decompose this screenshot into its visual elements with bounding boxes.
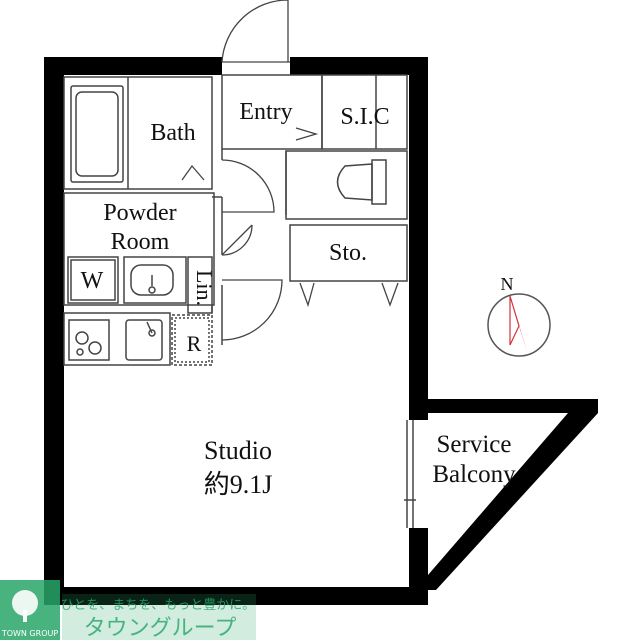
sic-outline (321, 74, 408, 150)
interior-walls (63, 74, 416, 528)
watermark-banner (62, 594, 256, 640)
room-labels: Entry S.I.C Bath Powder Room W Lin. R St… (81, 99, 516, 499)
door-swings (181, 0, 399, 341)
powder-room-label-line2: Room (111, 229, 170, 255)
north-compass: N (487, 274, 551, 357)
fridge-space (171, 314, 213, 366)
bath-label: Bath (150, 120, 195, 146)
watermark-brand: タウングループ (84, 616, 237, 640)
watermark: TOWN GROUP ひとを、まちを、もっと豊かに。 タウングループ (0, 580, 256, 640)
washer-label: W (81, 268, 104, 294)
powder-room-outline (63, 192, 215, 306)
wall-bottom (44, 587, 428, 605)
kitchen-counter (63, 312, 171, 366)
washer-box-inner (70, 259, 116, 301)
powder-room-label-line1: Powder (103, 200, 176, 226)
storage-room (289, 224, 408, 282)
compass-ring (487, 293, 551, 357)
refrigerator-label: R (187, 331, 202, 356)
front-door-swing (221, 0, 289, 63)
bath-room-outline (63, 76, 213, 190)
balcony-label-line2: Balcony (432, 461, 516, 488)
bathtub-inner (75, 91, 119, 177)
studio-size-label: 約9.1J (204, 470, 273, 499)
wall-right-lower (409, 528, 428, 605)
toilet-room (285, 150, 408, 220)
stove-top (68, 319, 110, 361)
watermark-brand-en: TOWN GROUP (1, 629, 59, 638)
studio-label: Studio (204, 436, 272, 465)
linen-closet (187, 256, 213, 314)
tree-logo (12, 590, 38, 616)
wall-left (44, 57, 64, 603)
bathtub (70, 85, 124, 183)
burner-2 (88, 341, 102, 355)
wall-top-right (290, 57, 428, 75)
exterior-walls (44, 57, 598, 605)
studio-door-swing (221, 279, 283, 341)
watermark-slogan: ひとを、まちを、もっと豊かに。 (61, 598, 256, 613)
powder-door-swing (221, 224, 253, 256)
wall-right-upper (409, 57, 428, 420)
storage-label: Sto. (329, 240, 367, 266)
kitchen-sink (125, 319, 163, 361)
sic-label: S.I.C (340, 104, 389, 130)
compass-north-label: N (501, 274, 514, 294)
washer-box (67, 256, 119, 304)
toilet-door-swing (221, 159, 275, 213)
balcony-label-line1: Service (437, 431, 512, 458)
vanity (123, 256, 187, 304)
sink-bowl (130, 264, 174, 296)
linen-label: Lin. (192, 270, 217, 306)
burner-3 (76, 348, 84, 356)
faucet (148, 286, 156, 294)
burner-1 (75, 331, 89, 345)
wall-top-left (44, 57, 222, 75)
toilet-tank (371, 159, 387, 205)
balcony-wall (428, 399, 598, 590)
entry-label: Entry (239, 99, 292, 125)
toilet-bowl (336, 163, 373, 201)
